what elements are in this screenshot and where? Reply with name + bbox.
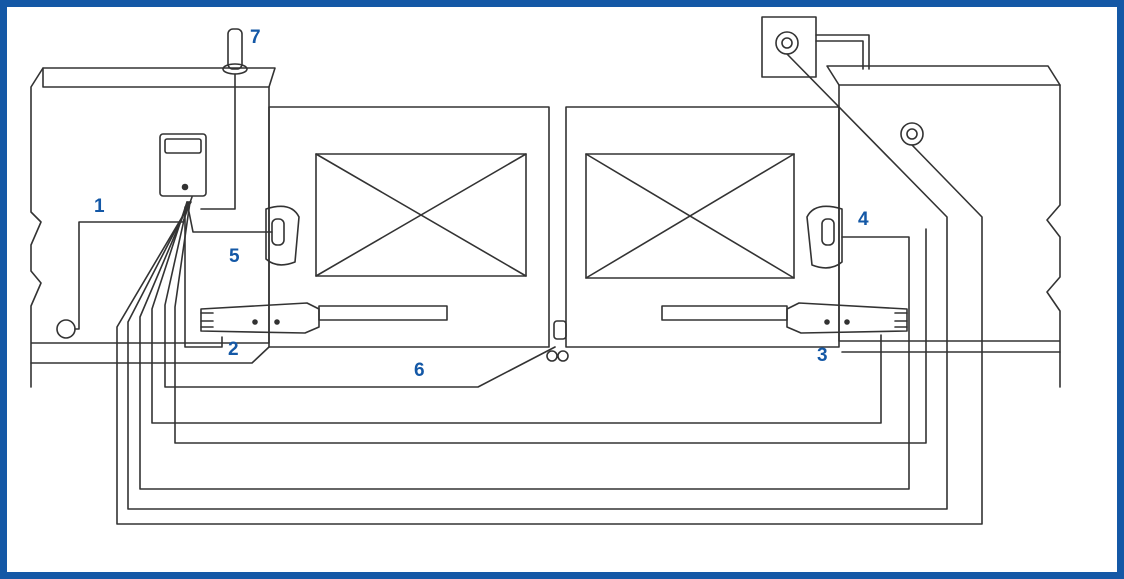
ground-lock-icon xyxy=(164,201,569,388)
key-selector-icon xyxy=(56,196,193,339)
photocell-post-icon xyxy=(116,16,983,525)
right-pillar xyxy=(826,65,1061,388)
left-gate-leaf xyxy=(268,106,550,348)
left-pillar xyxy=(30,67,276,388)
antenna-flashing-light-icon xyxy=(200,28,248,210)
photocell-icon-right xyxy=(139,201,910,490)
label-7: 7 xyxy=(250,27,261,48)
control-unit-icon xyxy=(159,133,207,197)
gate-installation-diagram xyxy=(30,16,1061,525)
label-5: 5 xyxy=(229,246,240,267)
label-6: 6 xyxy=(414,360,425,381)
gate-actuator-icon-left xyxy=(184,206,448,348)
photocell-icon-left xyxy=(186,201,300,266)
right-gate-leaf xyxy=(565,106,840,348)
label-2: 2 xyxy=(228,339,239,360)
gate-actuator-icon-right xyxy=(151,201,908,424)
label-4: 4 xyxy=(858,209,869,230)
label-1: 1 xyxy=(94,196,105,217)
label-3: 3 xyxy=(817,345,828,366)
